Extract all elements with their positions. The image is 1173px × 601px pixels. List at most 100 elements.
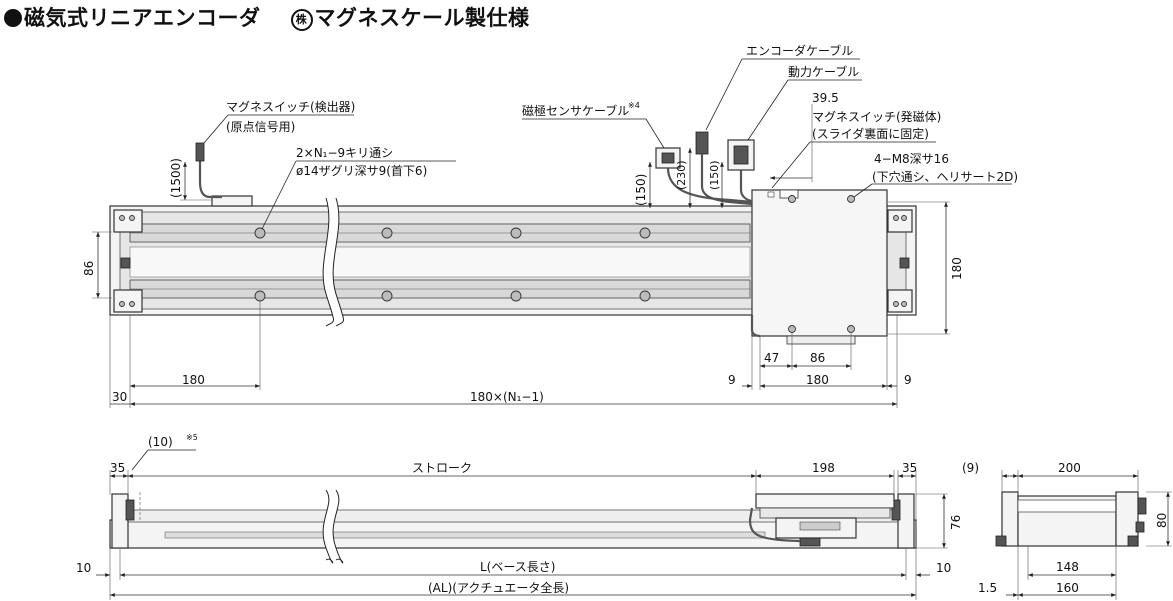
mount-hole-icon	[254, 227, 266, 239]
screw-icon	[901, 215, 907, 221]
encoder-connector	[695, 131, 709, 155]
dim-9-right-text: 9	[904, 373, 912, 387]
pole-sensor-cable	[666, 167, 753, 204]
break-mark	[332, 489, 344, 564]
side-scale	[164, 531, 766, 539]
leader-line	[771, 141, 811, 189]
title-main: 磁気式リニアエンコーダ	[24, 6, 261, 30]
mount-hole-icon	[381, 290, 393, 302]
mount-hole-icon	[510, 290, 522, 302]
dim-200-text: 200	[1058, 461, 1081, 475]
leader-line	[203, 114, 229, 144]
magnet-switch-detector	[211, 195, 253, 207]
detector-cable	[198, 160, 222, 199]
label-magnet-switch-detector: マグネスイッチ(検出器)	[226, 100, 355, 114]
company-mark: 株	[290, 9, 313, 31]
tap-hole-icon	[788, 195, 796, 203]
dim-9-end-text: (9)	[962, 461, 979, 475]
slider-block	[786, 335, 856, 345]
dim-148-text: 148	[1056, 560, 1079, 574]
label-counterbore: ø14ザグリ深サ9(首下6)	[296, 164, 427, 178]
top-view	[92, 58, 1012, 408]
dim-160-text: 160	[1056, 581, 1079, 595]
dim-80-text: 80	[1155, 513, 1169, 528]
tap-hole-icon	[788, 325, 796, 333]
dim-35-right-text: 35	[902, 461, 917, 475]
power-plug	[733, 145, 749, 165]
leader-line	[131, 449, 149, 471]
end-view-foot-left	[995, 535, 1007, 547]
screw-icon	[119, 215, 125, 221]
note5-text: ※5	[186, 433, 198, 442]
mount-hole-icon	[639, 290, 651, 302]
label-pole-sensor-note: ※4	[628, 101, 640, 110]
end-cap-bl	[113, 289, 143, 313]
dim-86-bottom-text: 86	[810, 351, 825, 365]
label-stroke: ストローク	[412, 461, 472, 475]
screw-icon	[119, 301, 125, 307]
dim-35-left-text: 35	[110, 461, 125, 475]
label-tap: 4−M8深サ16	[874, 152, 949, 166]
dim-10-left-text: 10	[76, 561, 91, 575]
mounting-holes	[254, 227, 651, 302]
dim-180-n1-text: 180×(N₁−1)	[470, 390, 544, 404]
dim-76-text: 76	[949, 515, 963, 530]
stopper-left	[120, 257, 131, 269]
mount-hole-icon	[639, 227, 651, 239]
label-magnet-switch-emitter: マグネスイッチ(発磁体)	[812, 109, 941, 124]
mount-hole-icon	[381, 227, 393, 239]
break-gap	[323, 487, 343, 568]
side-stopper-right	[891, 499, 901, 521]
dim-1-5-text: 1.5	[978, 581, 997, 595]
leader-line	[645, 118, 665, 149]
leader-line	[853, 183, 873, 198]
stopper-right	[899, 257, 910, 269]
title-maker: マグネスケール製仕様	[314, 6, 530, 30]
dim-47-text: 47	[764, 351, 779, 365]
label-slider-back-fixed: (スライダ裏面に固定)	[812, 126, 929, 141]
label-encoder-cable: エンコーダケーブル	[746, 43, 853, 58]
dim-30-text: 30	[112, 390, 127, 404]
screw-icon	[129, 215, 135, 221]
break-mark	[322, 197, 334, 327]
label-power-cable: 動力ケーブル	[788, 64, 859, 79]
end-view-foot-right	[1127, 535, 1139, 547]
break-gap	[323, 196, 344, 331]
screw-icon	[901, 301, 907, 307]
power-cable	[739, 170, 753, 203]
leader-line	[747, 79, 789, 141]
end-cap-tl	[113, 209, 143, 233]
annotation-labels: マグネスイッチ(検出器) (原点信号用) 2×N₁−9キリ通シ ø14ザグリ深サ…	[76, 43, 1169, 595]
end-view	[995, 470, 1172, 600]
top-cover	[129, 246, 751, 278]
dim-150b-text: (150)	[708, 160, 721, 190]
dim-180-right-text: 180	[950, 257, 964, 280]
end-view-slider	[1017, 499, 1117, 513]
bullet-icon	[4, 9, 22, 27]
label-thru-hole: 2×N₁−9キリ通シ	[296, 146, 393, 160]
end-cap-tr	[887, 209, 913, 233]
pole-sensor-plug	[661, 152, 675, 164]
screw-icon	[893, 301, 899, 307]
side-slider-center	[799, 521, 841, 531]
dim-86-left-text: 86	[82, 261, 96, 276]
screw-icon	[893, 215, 899, 221]
dim-1500-text: (1500)	[169, 158, 183, 198]
dim-180-pitch-text: 180	[182, 373, 205, 387]
end-cap-br	[887, 289, 913, 313]
end-view-right-block	[1115, 491, 1139, 547]
label-origin-signal: (原点信号用)	[226, 120, 295, 134]
dim-230-text: (230)	[675, 160, 688, 190]
end-view-plug	[1135, 521, 1145, 533]
top-slider	[751, 189, 888, 337]
dim-150a-text: (150)	[634, 174, 648, 206]
side-slider-body	[759, 507, 891, 519]
label-actuator-length: (AL)(アクチュエータ全長)	[428, 580, 569, 595]
label-pole-sensor-cable: 磁極センサケーブル	[522, 103, 629, 118]
lower-cable	[750, 315, 761, 338]
detector-connector	[195, 142, 205, 162]
dim-39-5-text: 39.5	[812, 91, 839, 105]
tap-hole-icon	[847, 325, 855, 333]
dim-198-text: 198	[812, 461, 835, 475]
